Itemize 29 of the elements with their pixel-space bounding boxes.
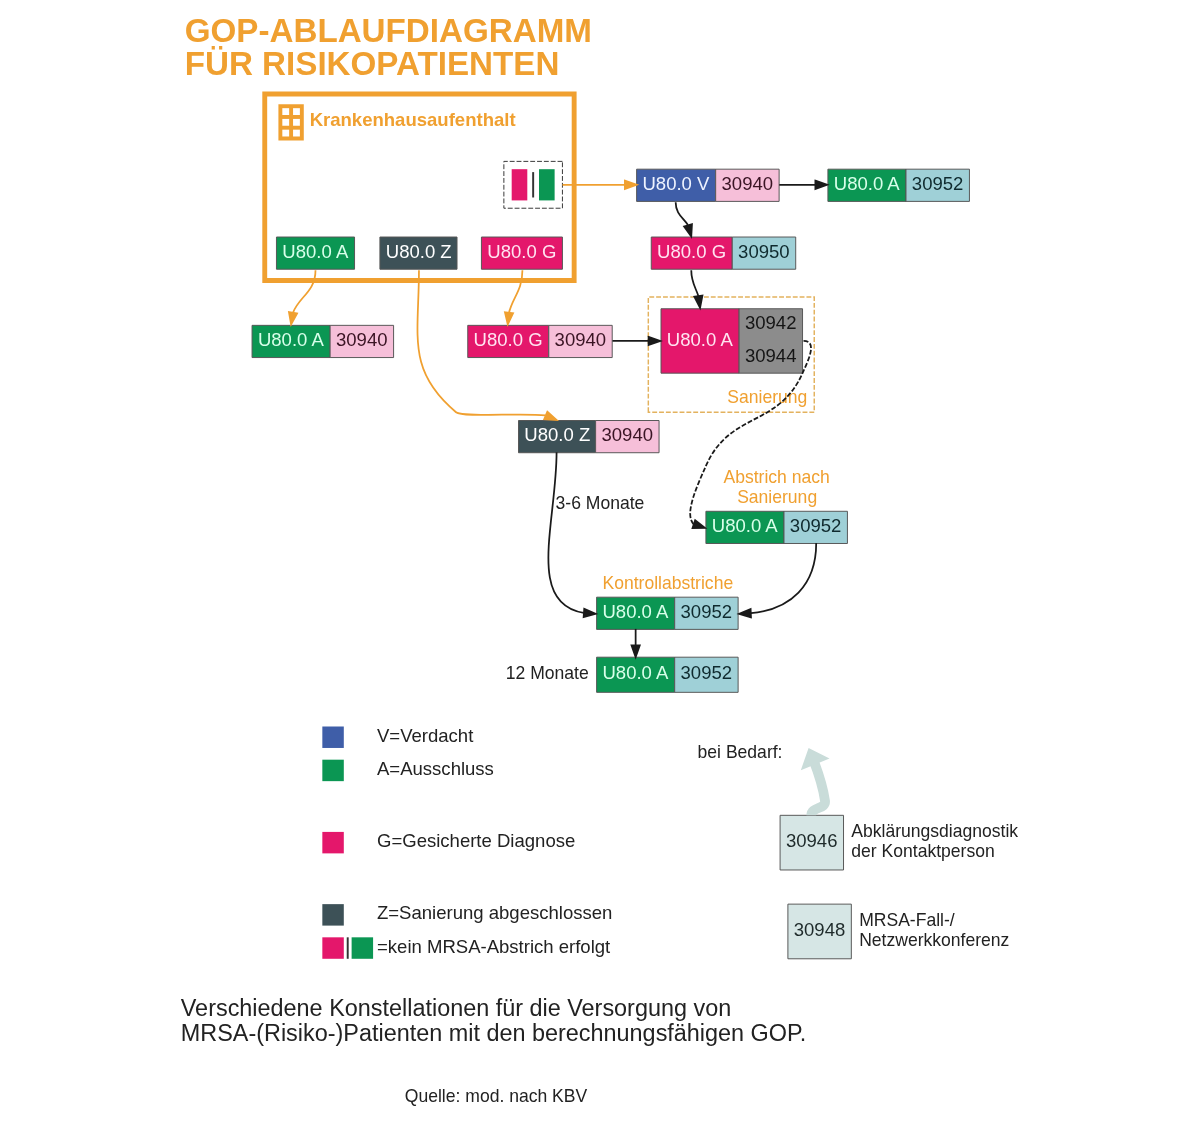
arrow xyxy=(688,340,812,529)
legend-label: G=Gesicherte Diagnose xyxy=(376,830,575,852)
arrow xyxy=(611,335,663,347)
label: bei Bedarf: xyxy=(697,742,782,763)
edge-label: 3-6 Monate xyxy=(555,492,644,513)
arrow xyxy=(416,269,559,422)
node-label: 12 Monate xyxy=(505,663,589,684)
arrow xyxy=(503,269,523,327)
arrow xyxy=(674,201,693,240)
arrow xyxy=(800,748,830,817)
legend-label: A=Ausschluss xyxy=(376,758,494,780)
arrow xyxy=(689,269,704,311)
legend-label: =kein MRSA-Abstrich erfolgt xyxy=(376,935,610,957)
arrow xyxy=(287,269,316,327)
legend-label: Z=Sanierung abgeschlossen xyxy=(376,902,612,924)
diagram-title: GOP-ABLAUFDIAGRAMM FÜR RISIKOPATIENTEN xyxy=(184,11,592,82)
node-box xyxy=(502,160,563,209)
caption: Verschiedene Konstellationen für die Versorgung von MRSA-(Risiko-)Patienten mit den berechnungsfähigen GOP. xyxy=(180,994,806,1046)
arrow xyxy=(547,451,598,619)
label: Quelle: mod. nach KBV xyxy=(404,1085,587,1106)
node-label: MRSA-Fall-/ Netzwerkkonferenz xyxy=(858,910,1009,950)
node-label: Abstrich nach Sanierung xyxy=(722,467,830,507)
arrow xyxy=(777,179,830,191)
node-label: Kontrollabstriche xyxy=(601,572,733,593)
arrow xyxy=(561,179,639,191)
arrow xyxy=(629,628,641,660)
arrow xyxy=(735,542,817,619)
legend-label: V=Verdacht xyxy=(376,724,473,746)
node-label: Abklärungsdiagnostik der Kontaktperson xyxy=(850,821,1018,861)
